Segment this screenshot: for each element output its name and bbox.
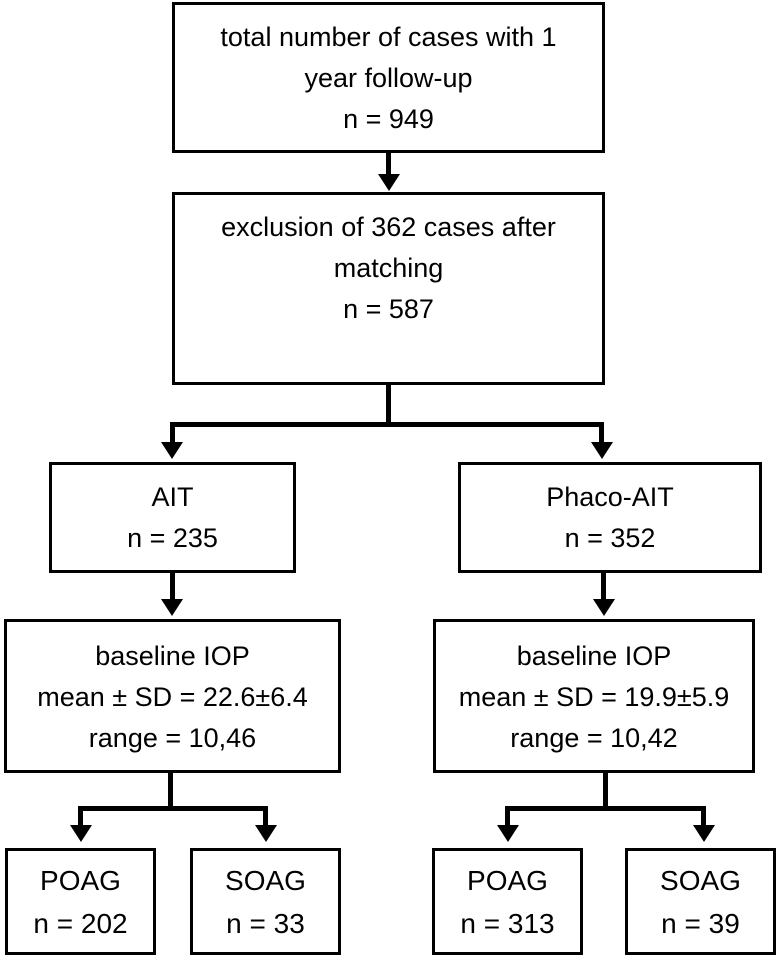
connector-phaco-to-iop <box>601 573 606 601</box>
arrowhead-total-to-exclusion <box>378 174 400 191</box>
node-total-cases-line-2: year follow-up <box>304 63 473 93</box>
node-ait-soag-line-1: SOAG <box>225 864 306 896</box>
node-ait: AIT n = 235 <box>49 462 296 573</box>
arrowhead-phaco-iop-to-soag <box>693 825 715 842</box>
node-ait-poag: POAG n = 202 <box>5 848 156 955</box>
node-phaco-poag-line-1: POAG <box>467 864 548 896</box>
node-phaco-baseline-iop-line-2: mean ± SD = 19.9±5.9 <box>458 682 730 712</box>
node-ait-poag-line-2: n = 202 <box>33 907 128 939</box>
connector-ait-iop-to-poag <box>78 806 83 827</box>
node-phaco-poag-line-2: n = 313 <box>460 907 555 939</box>
connector-exclusion-to-phaco <box>599 422 604 444</box>
arrowhead-exclusion-to-phaco <box>591 442 613 459</box>
node-ait-line-1: AIT <box>151 481 194 512</box>
node-phaco-ait-line-2: n = 352 <box>564 522 656 553</box>
node-ait-baseline-iop-line-3: range = 10,46 <box>88 723 257 753</box>
arrowhead-exclusion-to-ait <box>161 442 183 459</box>
arrowhead-ait-iop-to-soag <box>255 825 277 842</box>
node-total-cases: total number of cases with 1 year follow… <box>172 2 605 153</box>
node-phaco-baseline-iop: baseline IOP mean ± SD = 19.9±5.9 range … <box>433 619 755 773</box>
node-exclusion: exclusion of 362 cases after matching n … <box>172 192 605 385</box>
node-total-cases-line-1: total number of cases with 1 <box>220 22 557 52</box>
node-phaco-soag-line-1: SOAG <box>660 864 741 896</box>
node-ait-baseline-iop: baseline IOP mean ± SD = 22.6±6.4 range … <box>4 619 341 773</box>
connector-exclusion-stem <box>386 385 391 427</box>
node-phaco-baseline-iop-line-1: baseline IOP <box>516 641 672 671</box>
node-phaco-ait: Phaco-AIT n = 352 <box>458 462 762 573</box>
connector-phaco-iop-crossbar <box>505 806 706 811</box>
node-phaco-soag-line-2: n = 39 <box>661 907 740 939</box>
connector-ait-iop-to-soag <box>263 806 268 827</box>
node-ait-soag: SOAG n = 33 <box>190 848 341 955</box>
arrowhead-phaco-iop-to-poag <box>497 825 519 842</box>
arrowhead-ait-iop-to-poag <box>70 825 92 842</box>
connector-phaco-iop-stem <box>603 773 608 811</box>
node-exclusion-line-1: exclusion of 362 cases after <box>221 212 556 242</box>
node-exclusion-line-3: n = 587 <box>343 294 434 324</box>
node-phaco-ait-line-1: Phaco-AIT <box>546 481 674 512</box>
arrowhead-ait-to-iop <box>161 599 183 616</box>
connector-exclusion-to-ait <box>170 422 175 444</box>
connector-total-to-exclusion <box>386 153 391 176</box>
node-phaco-baseline-iop-line-3: range = 10,42 <box>510 723 678 753</box>
node-ait-poag-line-1: POAG <box>40 864 121 896</box>
node-phaco-poag: POAG n = 313 <box>432 848 583 955</box>
connector-phaco-iop-to-poag <box>505 806 510 827</box>
connector-phaco-iop-to-soag <box>701 806 706 827</box>
node-ait-soag-line-2: n = 33 <box>226 907 305 939</box>
connector-ait-iop-stem <box>168 773 173 811</box>
node-phaco-soag: SOAG n = 39 <box>625 848 776 955</box>
arrowhead-phaco-to-iop <box>593 599 615 616</box>
node-total-cases-line-3: n = 949 <box>343 104 434 134</box>
connector-exclusion-crossbar <box>170 422 604 427</box>
node-ait-baseline-iop-line-2: mean ± SD = 22.6±6.4 <box>37 682 308 712</box>
connector-ait-iop-crossbar <box>78 806 268 811</box>
node-ait-line-2: n = 235 <box>127 522 218 553</box>
node-exclusion-line-2: matching <box>333 253 444 283</box>
connector-ait-to-iop <box>170 573 175 601</box>
node-ait-baseline-iop-line-1: baseline IOP <box>95 641 250 671</box>
